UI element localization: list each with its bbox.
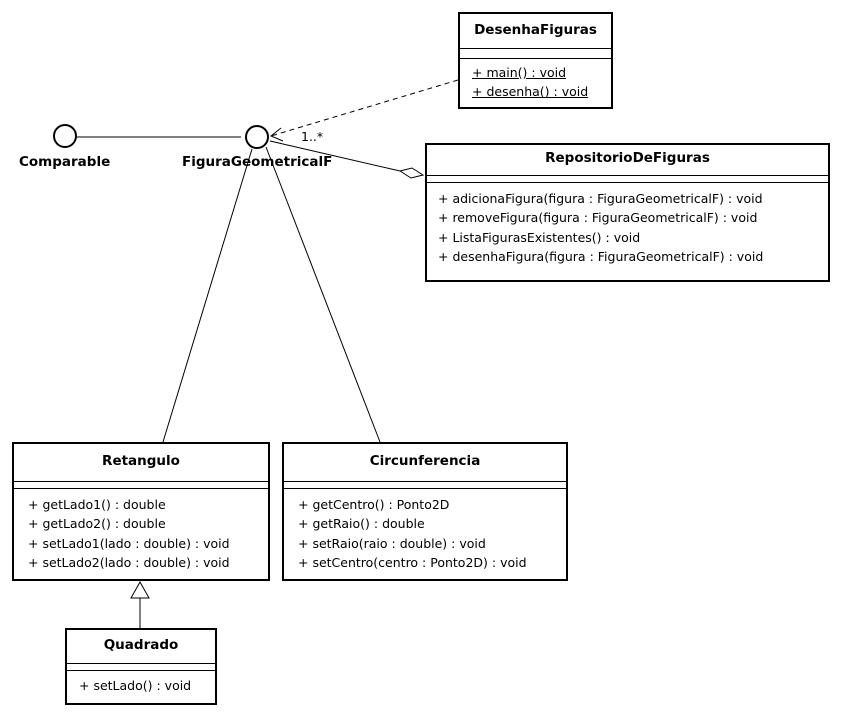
operation: + setRaio(raio : double) : void: [298, 535, 486, 551]
comparable-label: Comparable: [19, 154, 111, 170]
dependency-line: [270, 79, 459, 137]
operation: + getLado1() : double: [28, 497, 166, 512]
realization-line-retangulo: [162, 148, 253, 443]
operation: + adicionaFigura(figura : FiguraGeometri…: [438, 191, 763, 206]
multiplicity-label: 1..*: [301, 129, 324, 144]
class-quadrado[interactable]: Quadrado + setLado() : void: [65, 628, 217, 705]
operation: + main() : void: [472, 65, 567, 80]
aggregation-line: [269, 140, 401, 172]
operation: + setCentro(centro : Ponto2D) : void: [298, 555, 527, 571]
class-name: DesenhaFiguras: [460, 14, 611, 49]
figura-interface-icon: [245, 125, 269, 149]
class-name: Retangulo: [14, 444, 268, 482]
attributes-compartment: [284, 482, 566, 489]
class-name: Quadrado: [67, 630, 215, 664]
dependency-arrowhead: [270, 127, 284, 142]
generalization-triangle: [130, 580, 150, 599]
aggregation-diamond: [398, 167, 425, 179]
operation: + ListaFigurasExistentes() : void: [438, 229, 641, 245]
realization-line-circunferencia: [265, 146, 381, 443]
comparable-interface-icon: [53, 124, 77, 148]
figura-interface-label: FiguraGeometricalF: [182, 154, 333, 170]
class-name: Circunferencia: [284, 444, 566, 482]
operation: + setLado2(lado : double) : void: [28, 555, 230, 571]
class-repositoriodefiguras[interactable]: RepositorioDeFiguras + adicionaFigura(fi…: [425, 143, 830, 282]
operation: + removeFigura(figura : FiguraGeometrica…: [438, 210, 758, 226]
operation: + setLado() : void: [79, 678, 192, 693]
class-retangulo[interactable]: Retangulo + getLado1() : double + getLad…: [12, 442, 270, 581]
attributes-compartment: [427, 176, 828, 183]
operation: + desenha() : void: [472, 84, 589, 100]
operation: + setLado1(lado : double) : void: [28, 535, 230, 551]
attributes-compartment: [460, 49, 611, 59]
class-name: RepositorioDeFiguras: [427, 145, 828, 176]
attributes-compartment: [14, 482, 268, 489]
attributes-compartment: [67, 664, 215, 671]
operation: + getLado2() : double: [28, 516, 166, 532]
operation: + desenhaFigura(figura : FiguraGeometric…: [438, 249, 764, 265]
operation: + getRaio() : double: [298, 516, 425, 532]
class-desenhafiguras[interactable]: DesenhaFiguras + main() : void + desenha…: [458, 12, 613, 109]
class-circunferencia[interactable]: Circunferencia + getCentro() : Ponto2D +…: [282, 442, 568, 581]
operation: + getCentro() : Ponto2D: [298, 497, 450, 512]
